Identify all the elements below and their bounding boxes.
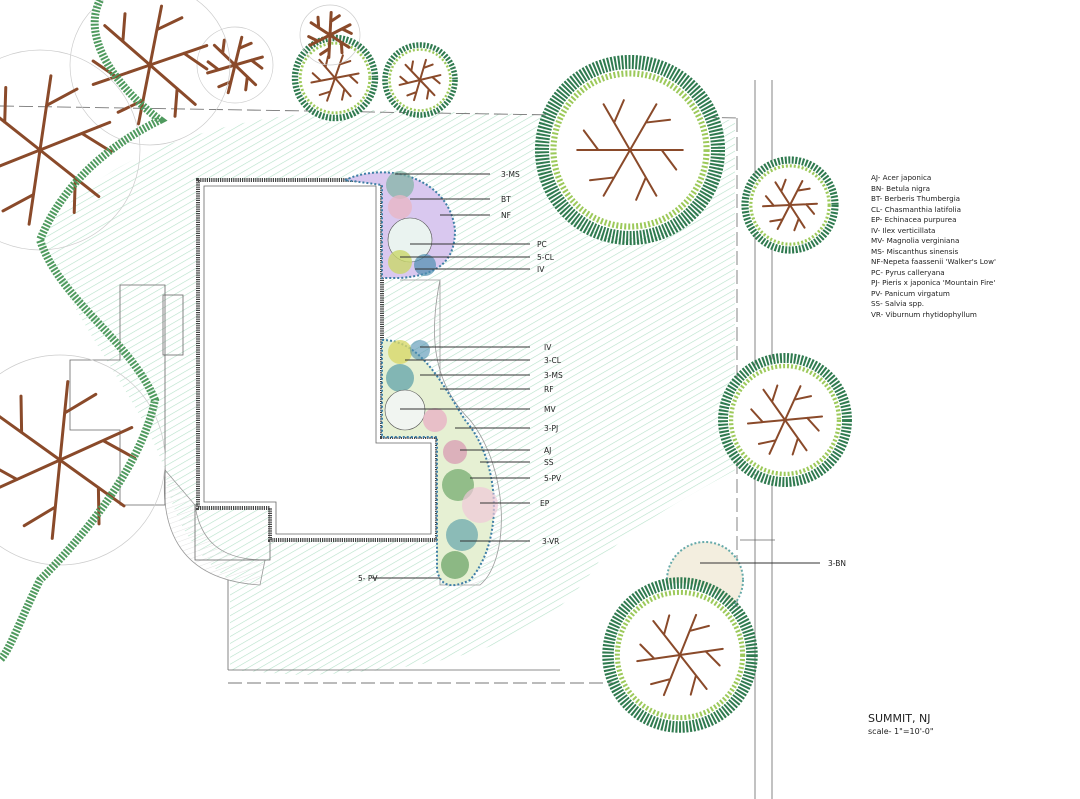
- plan-title: SUMMIT, NJ: [868, 712, 931, 725]
- front-path: [163, 469, 266, 586]
- plant-callout: 3-PJ: [544, 424, 558, 433]
- plant-callout: 3-VR: [542, 537, 559, 546]
- plant-callout: 5-PV: [544, 474, 562, 483]
- legend-item: VR- Viburnum rhytidophyllum: [871, 309, 977, 319]
- legend-item: PJ- Pieris x japonica 'Mountain Fire': [871, 278, 996, 287]
- legend-item: NF-Nepeta faassenii 'Walker's Low': [871, 257, 996, 266]
- plant-callout: BT: [501, 195, 511, 204]
- plant-callout: 3-MS: [544, 371, 563, 380]
- plant-callout: MV: [544, 405, 556, 414]
- plant-callouts: 3-MS BT NF PC 5-CL IV IV 3-CL 3-MS RF MV 3-PJ AJ SS 5-…: [358, 170, 846, 583]
- legend-item: CL- Chasmanthia latifolia: [871, 204, 962, 214]
- tree: [299, 4, 361, 66]
- plant-callout: 3-MS: [501, 170, 520, 179]
- plant-callout: 3-BN: [828, 559, 846, 568]
- plant-callout: 5- PV: [358, 574, 378, 583]
- tree: [196, 26, 274, 104]
- trees: [0, 0, 852, 733]
- tree: [602, 577, 758, 733]
- tree: [741, 156, 839, 254]
- tree: [382, 42, 458, 118]
- tree: [534, 54, 726, 246]
- plant-callout: EP: [540, 499, 550, 508]
- legend-item: EP- Echinacea purpurea: [871, 215, 957, 224]
- plant-callout: RF: [544, 385, 554, 394]
- legend-item: SS- Salvia spp.: [871, 299, 925, 308]
- legend-item: BN- Betula nigra: [871, 183, 931, 193]
- plant-callout: IV: [544, 343, 552, 352]
- plant-callout: 3-CL: [544, 356, 562, 365]
- plant-callout: IV: [537, 265, 545, 274]
- legend-item: PV- Panicum virgatum: [871, 288, 950, 298]
- legend-item: BT- Berberis Thumbergia: [871, 194, 961, 203]
- legend-item: MV- Magnolia verginiana: [871, 236, 960, 245]
- legend-item: AJ- Acer japonica: [871, 173, 932, 182]
- plant-callout: AJ: [544, 446, 551, 455]
- plant-callout: PC: [537, 240, 547, 249]
- plan-scale: scale- 1"=10'-0": [868, 727, 934, 736]
- tree: [718, 353, 852, 487]
- plant-callout: 5-CL: [537, 253, 555, 262]
- tree: [291, 34, 379, 122]
- legend-item: MS- Miscanthus sinensis: [871, 246, 959, 256]
- legend-item: IV- Ilex verticillata: [871, 225, 936, 235]
- plant-callout: SS: [544, 458, 554, 467]
- plant-callout: NF: [501, 211, 511, 220]
- hedge: [0, 0, 168, 663]
- legend-item: PC- Pyrus calleryana: [871, 267, 945, 277]
